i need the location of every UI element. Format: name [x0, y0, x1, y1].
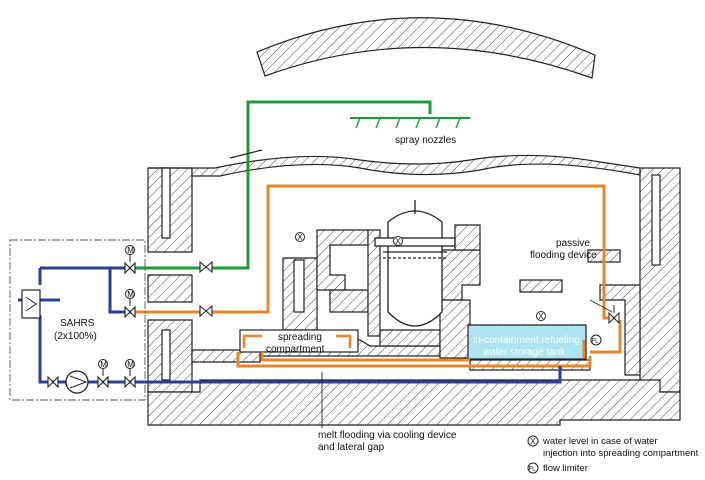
label-spreading-2: compartment — [266, 344, 325, 355]
svg-text:FL: FL — [529, 467, 537, 473]
label-passive-flooding-2: flooding device — [530, 250, 597, 261]
label-sahrs-1: SAHRS — [60, 318, 95, 329]
svg-text:M: M — [100, 360, 107, 369]
legend-item-water-level-2: injection into spreading compartment — [543, 448, 699, 459]
svg-text:M: M — [127, 290, 134, 299]
label-tank-2: water storage tank — [482, 347, 566, 358]
legend-item-flow-limiter: flow limiter — [543, 463, 588, 474]
sahrs-boundary — [9, 239, 146, 401]
legend-item-water-level-1: water level in case of water — [542, 436, 658, 447]
flooding-line — [135, 184, 622, 368]
svg-text:M: M — [127, 246, 134, 255]
label-spreading-1: spreading — [278, 332, 322, 343]
svg-text:FL: FL — [592, 339, 600, 345]
label-sahrs-2: (2x100%) — [54, 331, 97, 342]
irwst-tank — [467, 324, 587, 360]
water-level-markers: X X X — [295, 232, 546, 321]
svg-text:X: X — [395, 237, 401, 246]
valves — [47, 260, 213, 389]
label-passive-flooding-1: passive — [556, 238, 590, 249]
motor-icons: M M M M — [98, 245, 135, 376]
spreading-compartment-box — [239, 329, 359, 353]
legend: X water level in case of water injection… — [527, 435, 699, 474]
heat-exchanger-icon — [21, 289, 41, 319]
spray-line — [135, 100, 470, 270]
label-melt-1: melt flooding via cooling device — [318, 430, 457, 441]
label-melt-2: and lateral gap — [318, 442, 385, 453]
svg-text:X: X — [530, 437, 536, 446]
svg-text:X: X — [297, 233, 303, 242]
label-tank-1: in-containment refueling — [473, 335, 580, 346]
svg-text:M: M — [127, 360, 134, 369]
svg-text:X: X — [538, 312, 544, 321]
flow-limiter-icon: FL — [589, 299, 620, 346]
containment-dome — [256, 17, 596, 79]
pump-icon — [65, 370, 89, 394]
label-spray-nozzles: spray nozzles — [395, 135, 456, 146]
